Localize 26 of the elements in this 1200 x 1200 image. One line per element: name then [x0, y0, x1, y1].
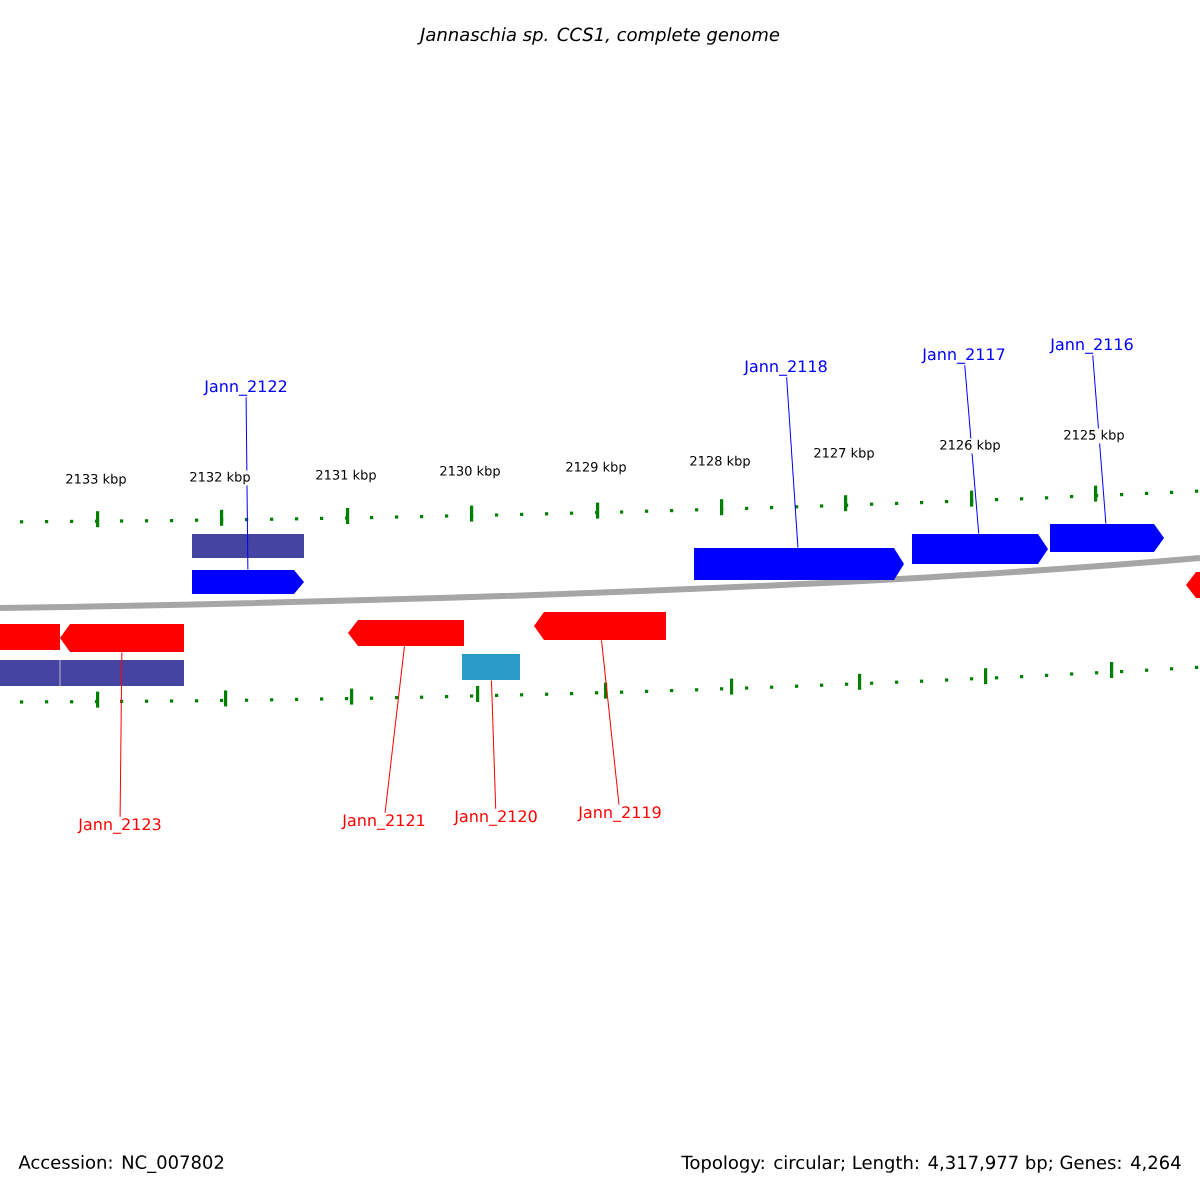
- gene-block: [694, 548, 904, 580]
- gene-label: Jann_2123: [77, 818, 161, 834]
- gene-label: Jann_2116: [1049, 338, 1133, 354]
- gene-block: [912, 534, 1048, 564]
- leader-line: [119, 651, 123, 818]
- gene-block: [348, 620, 464, 646]
- gene-label: Jann_2119: [577, 806, 661, 822]
- gene-label: Jann_2117: [921, 348, 1005, 364]
- gene-label: Jann_2121: [341, 814, 425, 830]
- leader-line: [964, 364, 980, 535]
- leader-line: [1092, 354, 1107, 525]
- accession-text: Accession: NC_007802: [18, 1155, 224, 1173]
- gene-label: Jann_2120: [453, 810, 537, 826]
- gene-block: [192, 570, 304, 594]
- leader-line: [384, 645, 405, 814]
- title: Jannaschia sp. CCS1, complete genome: [417, 27, 780, 45]
- leader-line: [245, 396, 249, 571]
- genome-info-text: Topology: circular; Length: 4,317,977 bp; Genes: 4,264: [681, 1155, 1181, 1173]
- leader-line: [490, 679, 497, 810]
- gene-label: Jann_2122: [203, 380, 287, 396]
- gene-block: [1050, 524, 1164, 552]
- gene-block: [462, 654, 520, 680]
- leader-line: [601, 639, 620, 806]
- leader-line: [786, 376, 799, 549]
- gene-block: [534, 612, 666, 640]
- gene-label: Jann_2118: [743, 360, 827, 376]
